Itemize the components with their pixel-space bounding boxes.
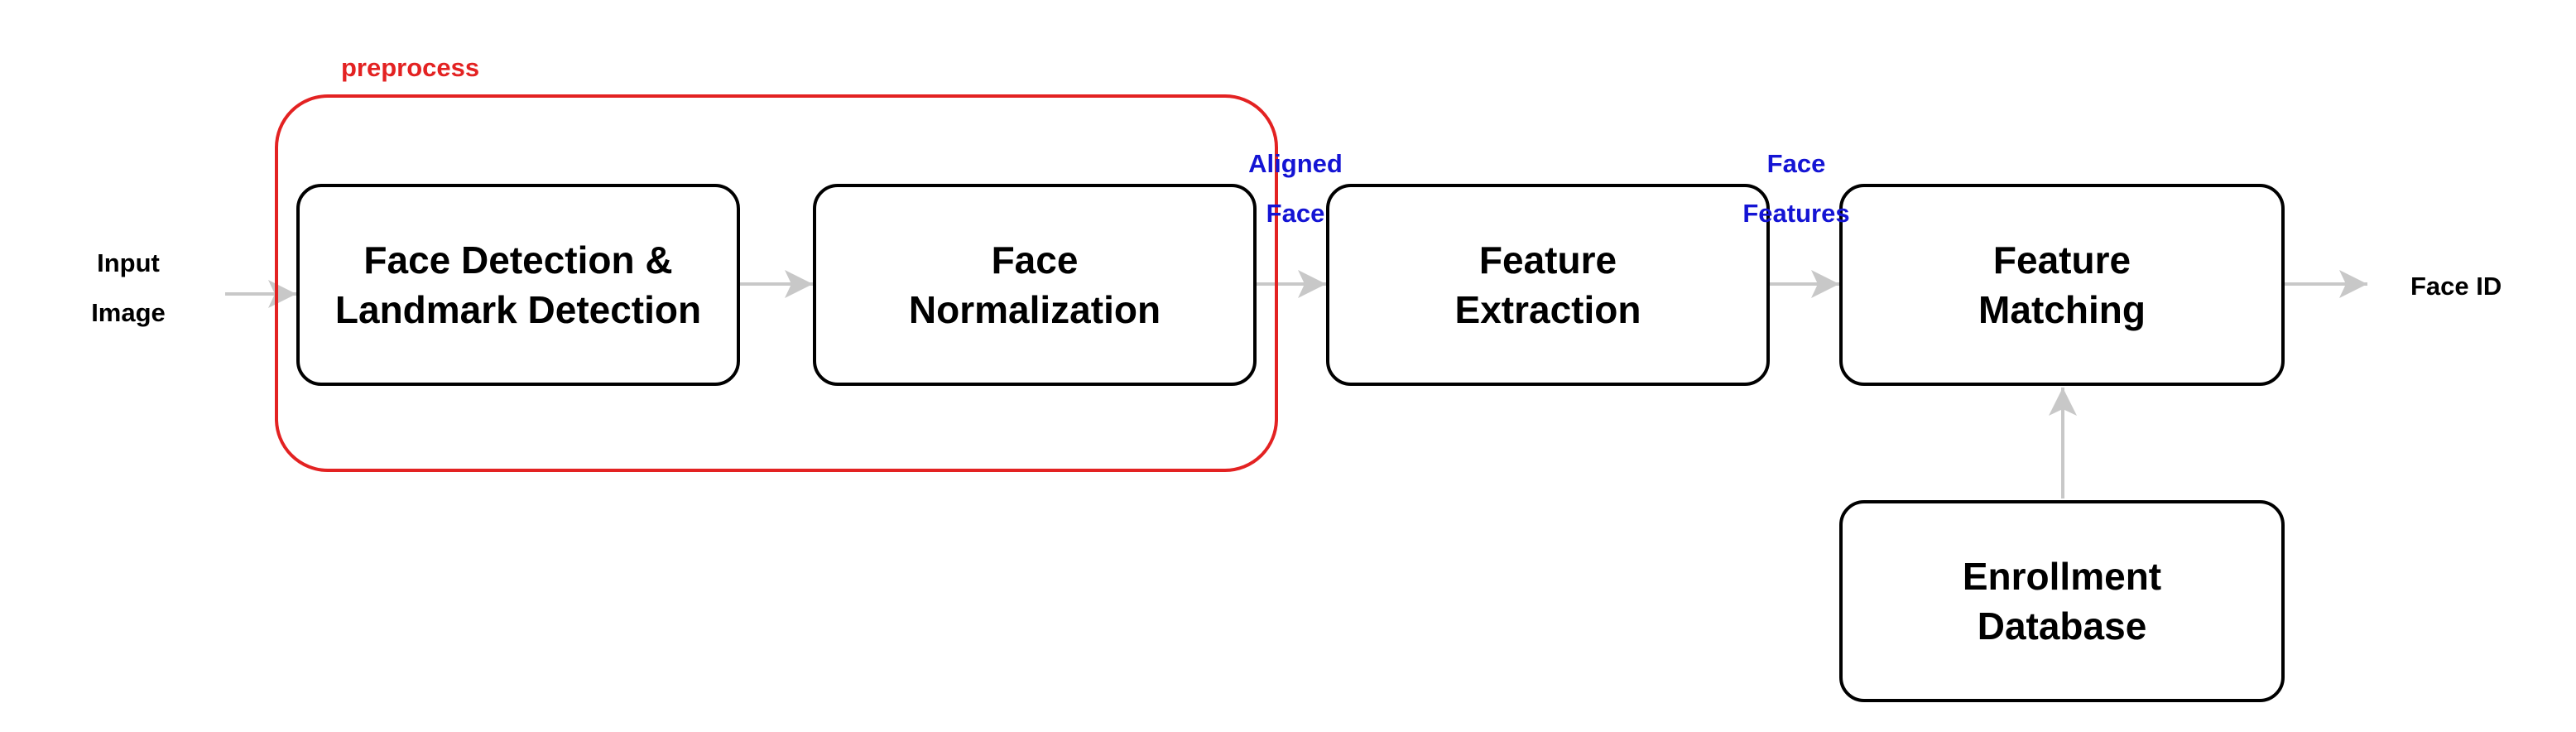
face-normalization-node: Face Normalization bbox=[813, 184, 1257, 386]
face-normalization-line2: Normalization bbox=[908, 288, 1161, 331]
feature-matching-node: Feature Matching bbox=[1839, 184, 2285, 386]
enrollment-database-node: Enrollment Database bbox=[1839, 500, 2285, 702]
aligned-face-line1: Aligned bbox=[1248, 149, 1343, 178]
aligned-face-line2: Face bbox=[1266, 199, 1325, 228]
enrollment-database-line1: Enrollment bbox=[1962, 555, 2162, 598]
enrollment-database-line2: Database bbox=[1977, 604, 2147, 648]
preprocess-label: preprocess bbox=[341, 53, 480, 82]
face-features-label: Face Features bbox=[1730, 139, 1862, 238]
input-image-label: Input Image bbox=[74, 238, 182, 338]
face-id-label: Face ID bbox=[2410, 272, 2502, 301]
feature-extraction-line1: Feature bbox=[1478, 238, 1617, 282]
face-detection-line2: Landmark Detection bbox=[334, 288, 702, 331]
input-image-line1: Input bbox=[97, 248, 160, 277]
feature-extraction-node: Feature Extraction bbox=[1326, 184, 1770, 386]
aligned-face-label: Aligned Face bbox=[1238, 139, 1353, 238]
face-features-line1: Face bbox=[1766, 149, 1826, 178]
face-normalization-line1: Face bbox=[991, 238, 1079, 282]
face-detection-node: Face Detection & Landmark Detection bbox=[296, 184, 740, 386]
preprocess-group bbox=[275, 94, 1278, 472]
feature-matching-line2: Matching bbox=[1978, 288, 2146, 331]
face-features-line2: Features bbox=[1742, 199, 1850, 228]
face-detection-line1: Face Detection & bbox=[363, 238, 673, 282]
feature-extraction-line2: Extraction bbox=[1454, 288, 1641, 331]
input-image-line2: Image bbox=[91, 298, 166, 327]
feature-matching-line1: Feature bbox=[1992, 238, 2131, 282]
